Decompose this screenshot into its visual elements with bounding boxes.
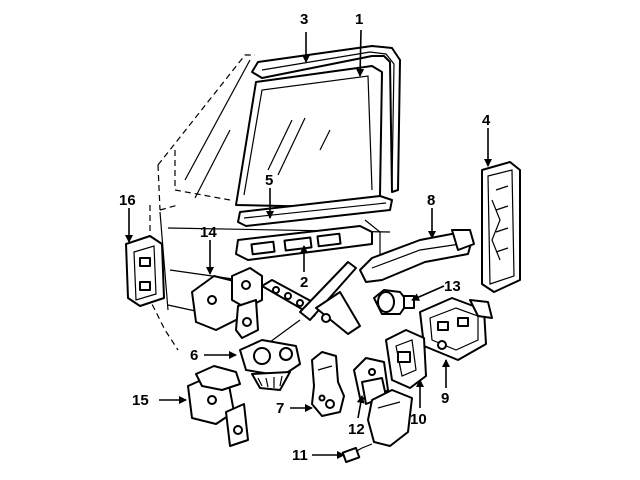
- callout-8: 8: [427, 192, 435, 209]
- callout-12: 12: [348, 421, 365, 438]
- window-regulator-arms: [261, 261, 361, 343]
- lock-rod-cable: [341, 389, 413, 464]
- callout-1: 1: [355, 11, 363, 28]
- callout-14: 14: [200, 224, 217, 241]
- callout-15: 15: [132, 392, 149, 409]
- window-regulator-motor: [239, 339, 301, 391]
- callout-5: 5: [265, 172, 273, 189]
- belt-weatherstrip: [237, 195, 393, 227]
- inside-handle-mechanism: [311, 351, 345, 417]
- outside-door-handle: [359, 229, 475, 283]
- lower-door-hinge: [187, 365, 249, 447]
- callout-6: 6: [190, 347, 198, 364]
- glass-run-channel: [251, 45, 401, 193]
- callout-leaders: [125, 29, 492, 459]
- callout-4: 4: [482, 112, 491, 129]
- hinge-pillar-bracket: [125, 235, 165, 307]
- lock-cylinder: [373, 289, 415, 315]
- callout-7: 7: [276, 400, 284, 417]
- callout-16: 16: [119, 192, 136, 209]
- door-reinforcement-panel: [481, 161, 521, 293]
- inner-belt-bracket: [235, 225, 373, 261]
- callout-2: 2: [300, 274, 308, 291]
- callout-13: 13: [444, 278, 461, 295]
- door-latch: [419, 297, 493, 361]
- callout-10: 10: [410, 411, 427, 428]
- callout-numbers: 1 2 3 4 5 6 7 8 9 10 11 12 13 14 15 16: [119, 11, 491, 464]
- upper-door-hinge: [191, 267, 263, 339]
- callout-11: 11: [292, 447, 308, 464]
- door-glass: [235, 65, 383, 209]
- callout-9: 9: [441, 390, 449, 407]
- callout-3: 3: [300, 11, 308, 28]
- lock-actuator: [385, 329, 427, 389]
